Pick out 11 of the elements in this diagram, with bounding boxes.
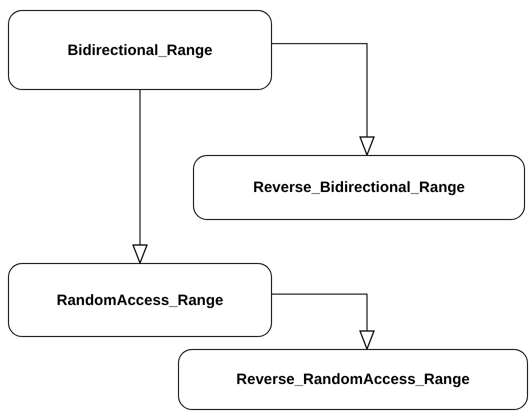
class-name: RandomAccess_Range xyxy=(56,292,224,308)
class-box xyxy=(193,155,525,220)
class-box xyxy=(178,349,528,410)
class-name: Reverse_Bidirectional_Range xyxy=(253,179,465,196)
class-name: Bidirectional_Range xyxy=(67,42,213,58)
inheritance-arrow xyxy=(272,43,375,156)
class-box xyxy=(8,263,272,337)
inheritance-arrow xyxy=(272,294,375,350)
class-name: Reverse_RandomAccess_Range xyxy=(236,371,470,388)
class-box xyxy=(8,10,272,90)
inheritance-arrow xyxy=(132,90,148,264)
